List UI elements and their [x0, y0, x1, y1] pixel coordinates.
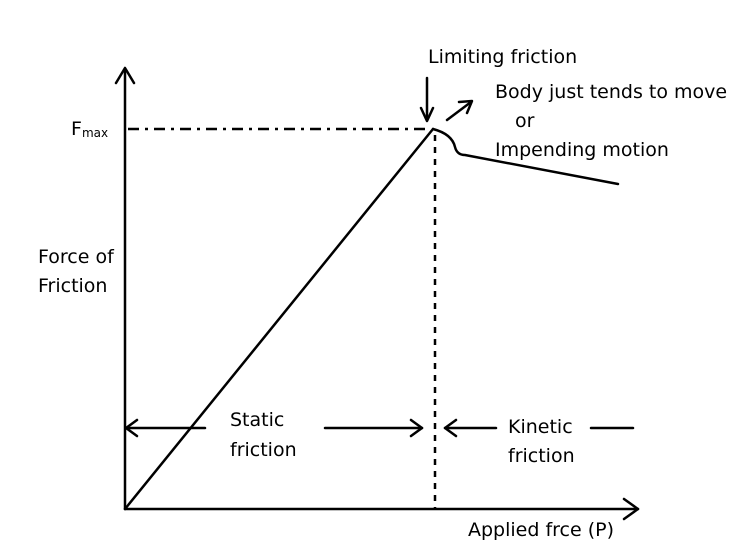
y-axis-label-line1: Force of [38, 246, 114, 268]
static-arrowhead-right [409, 418, 424, 438]
static-friction-line [123, 127, 435, 511]
impending-arrowhead [457, 99, 474, 115]
fmax-subscript: max [81, 126, 109, 140]
static-friction-label-line1: Static [230, 409, 285, 431]
impending-arrow-shaft [445, 100, 473, 122]
fmax-label: Fmax [71, 118, 108, 140]
limiting-friction-label: Limiting friction [428, 46, 578, 68]
impending-label-line3: Impending motion [495, 139, 669, 161]
kinetic-friction-label-line2: friction [508, 445, 575, 467]
y-axis-label-line2: Friction [38, 275, 108, 297]
x-axis-arrowhead [622, 497, 640, 521]
static-arrowhead-left [124, 418, 139, 438]
fmax-letter: F [71, 118, 82, 140]
y-axis-arrowhead [114, 66, 136, 85]
kinetic-friction-curve [431, 127, 620, 186]
limiting-arrowhead [419, 106, 435, 123]
impending-label-line2: or [515, 110, 535, 132]
kinetic-arrowhead [443, 418, 458, 438]
static-friction-label-line2: friction [230, 439, 297, 461]
impending-label-line1: Body just tends to move [495, 81, 728, 103]
x-axis-label: Applied frce (P) [468, 519, 615, 541]
kinetic-friction-label-line1: Kinetic [508, 416, 573, 438]
